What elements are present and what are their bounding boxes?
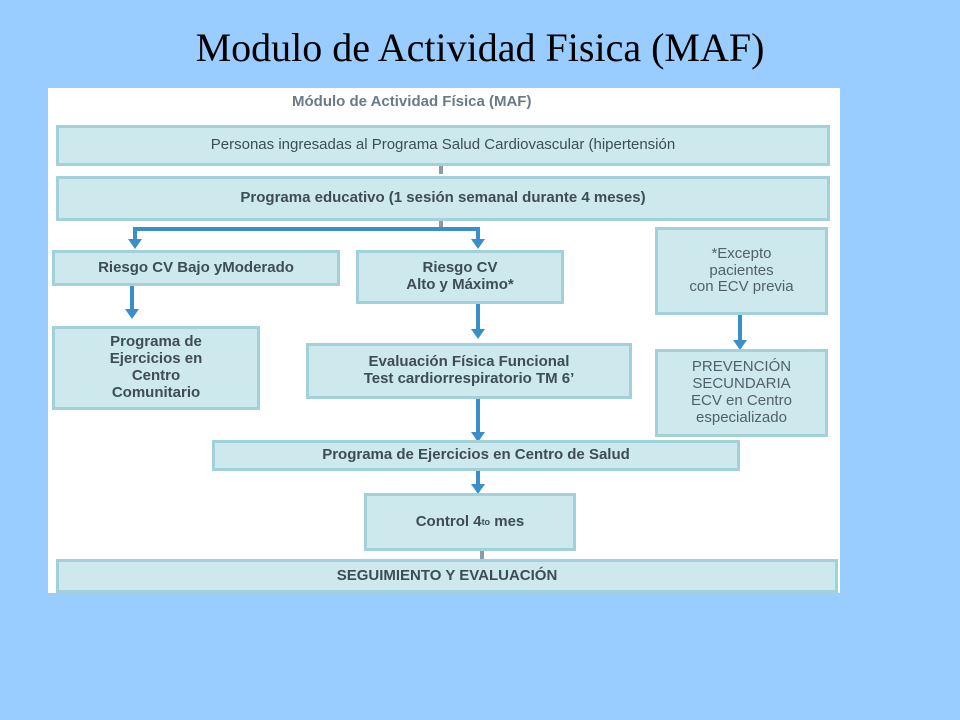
arrow-to-control: [471, 484, 485, 494]
connector-control-seguimiento: [480, 551, 484, 559]
connector-educativo-branch: [439, 221, 443, 227]
box-personas-ingresadas: Personas ingresadas al Programa Salud Ca…: [56, 125, 830, 166]
branch-line-right-drop: [476, 227, 480, 241]
box-programa-comunitario: Programa de Ejercicios en Centro Comunit…: [52, 326, 260, 410]
flowchart-title: Módulo de Actividad Física (MAF): [292, 93, 532, 110]
arrow-to-evaluacion: [471, 329, 485, 339]
arrow-to-riesgo-alto: [471, 239, 485, 249]
box-evaluacion-fisica: Evaluación Física Funcional Test cardior…: [306, 343, 632, 399]
box-programa-educativo: Programa educativo (1 sesión semanal dur…: [56, 176, 830, 221]
box-excepto-pacientes: *Excepto pacientes con ECV previa: [655, 227, 828, 315]
line-alto-to-evaluacion: [476, 304, 480, 330]
line-salud-to-control: [476, 471, 480, 485]
arrow-to-comunitario: [125, 309, 139, 319]
control-label-end: mes: [490, 512, 525, 530]
box-seguimiento-evaluacion: SEGUIMIENTO Y EVALUACIÓN: [56, 559, 838, 593]
branch-line-horizontal: [133, 227, 480, 231]
branch-line-left-drop: [133, 227, 137, 241]
arrow-to-prevencion: [733, 340, 747, 350]
connector-personas-educativo: [439, 166, 443, 174]
arrow-to-programa-salud: [471, 432, 485, 442]
slide-title: Modulo de Actividad Fisica (MAF): [195, 25, 765, 70]
box-riesgo-alto-maximo: Riesgo CV Alto y Máximo*: [356, 250, 564, 304]
box-programa-centro-salud: Programa de Ejercicios en Centro de Salu…: [212, 440, 740, 471]
line-bajo-to-comunitario: [130, 286, 134, 310]
control-superscript: to: [481, 516, 491, 527]
box-prevencion-secundaria: PREVENCIÓN SECUNDARIA ECV en Centro espe…: [655, 349, 828, 437]
flowchart-panel: Módulo de Actividad Física (MAF) Persona…: [48, 88, 840, 593]
line-evaluacion-to-salud: [476, 399, 480, 433]
control-label: Control 4: [415, 512, 482, 530]
arrow-to-riesgo-bajo: [128, 239, 142, 249]
box-riesgo-bajo-moderado: Riesgo CV Bajo yModerado: [52, 250, 340, 286]
line-excepto-to-prevencion: [738, 315, 742, 341]
